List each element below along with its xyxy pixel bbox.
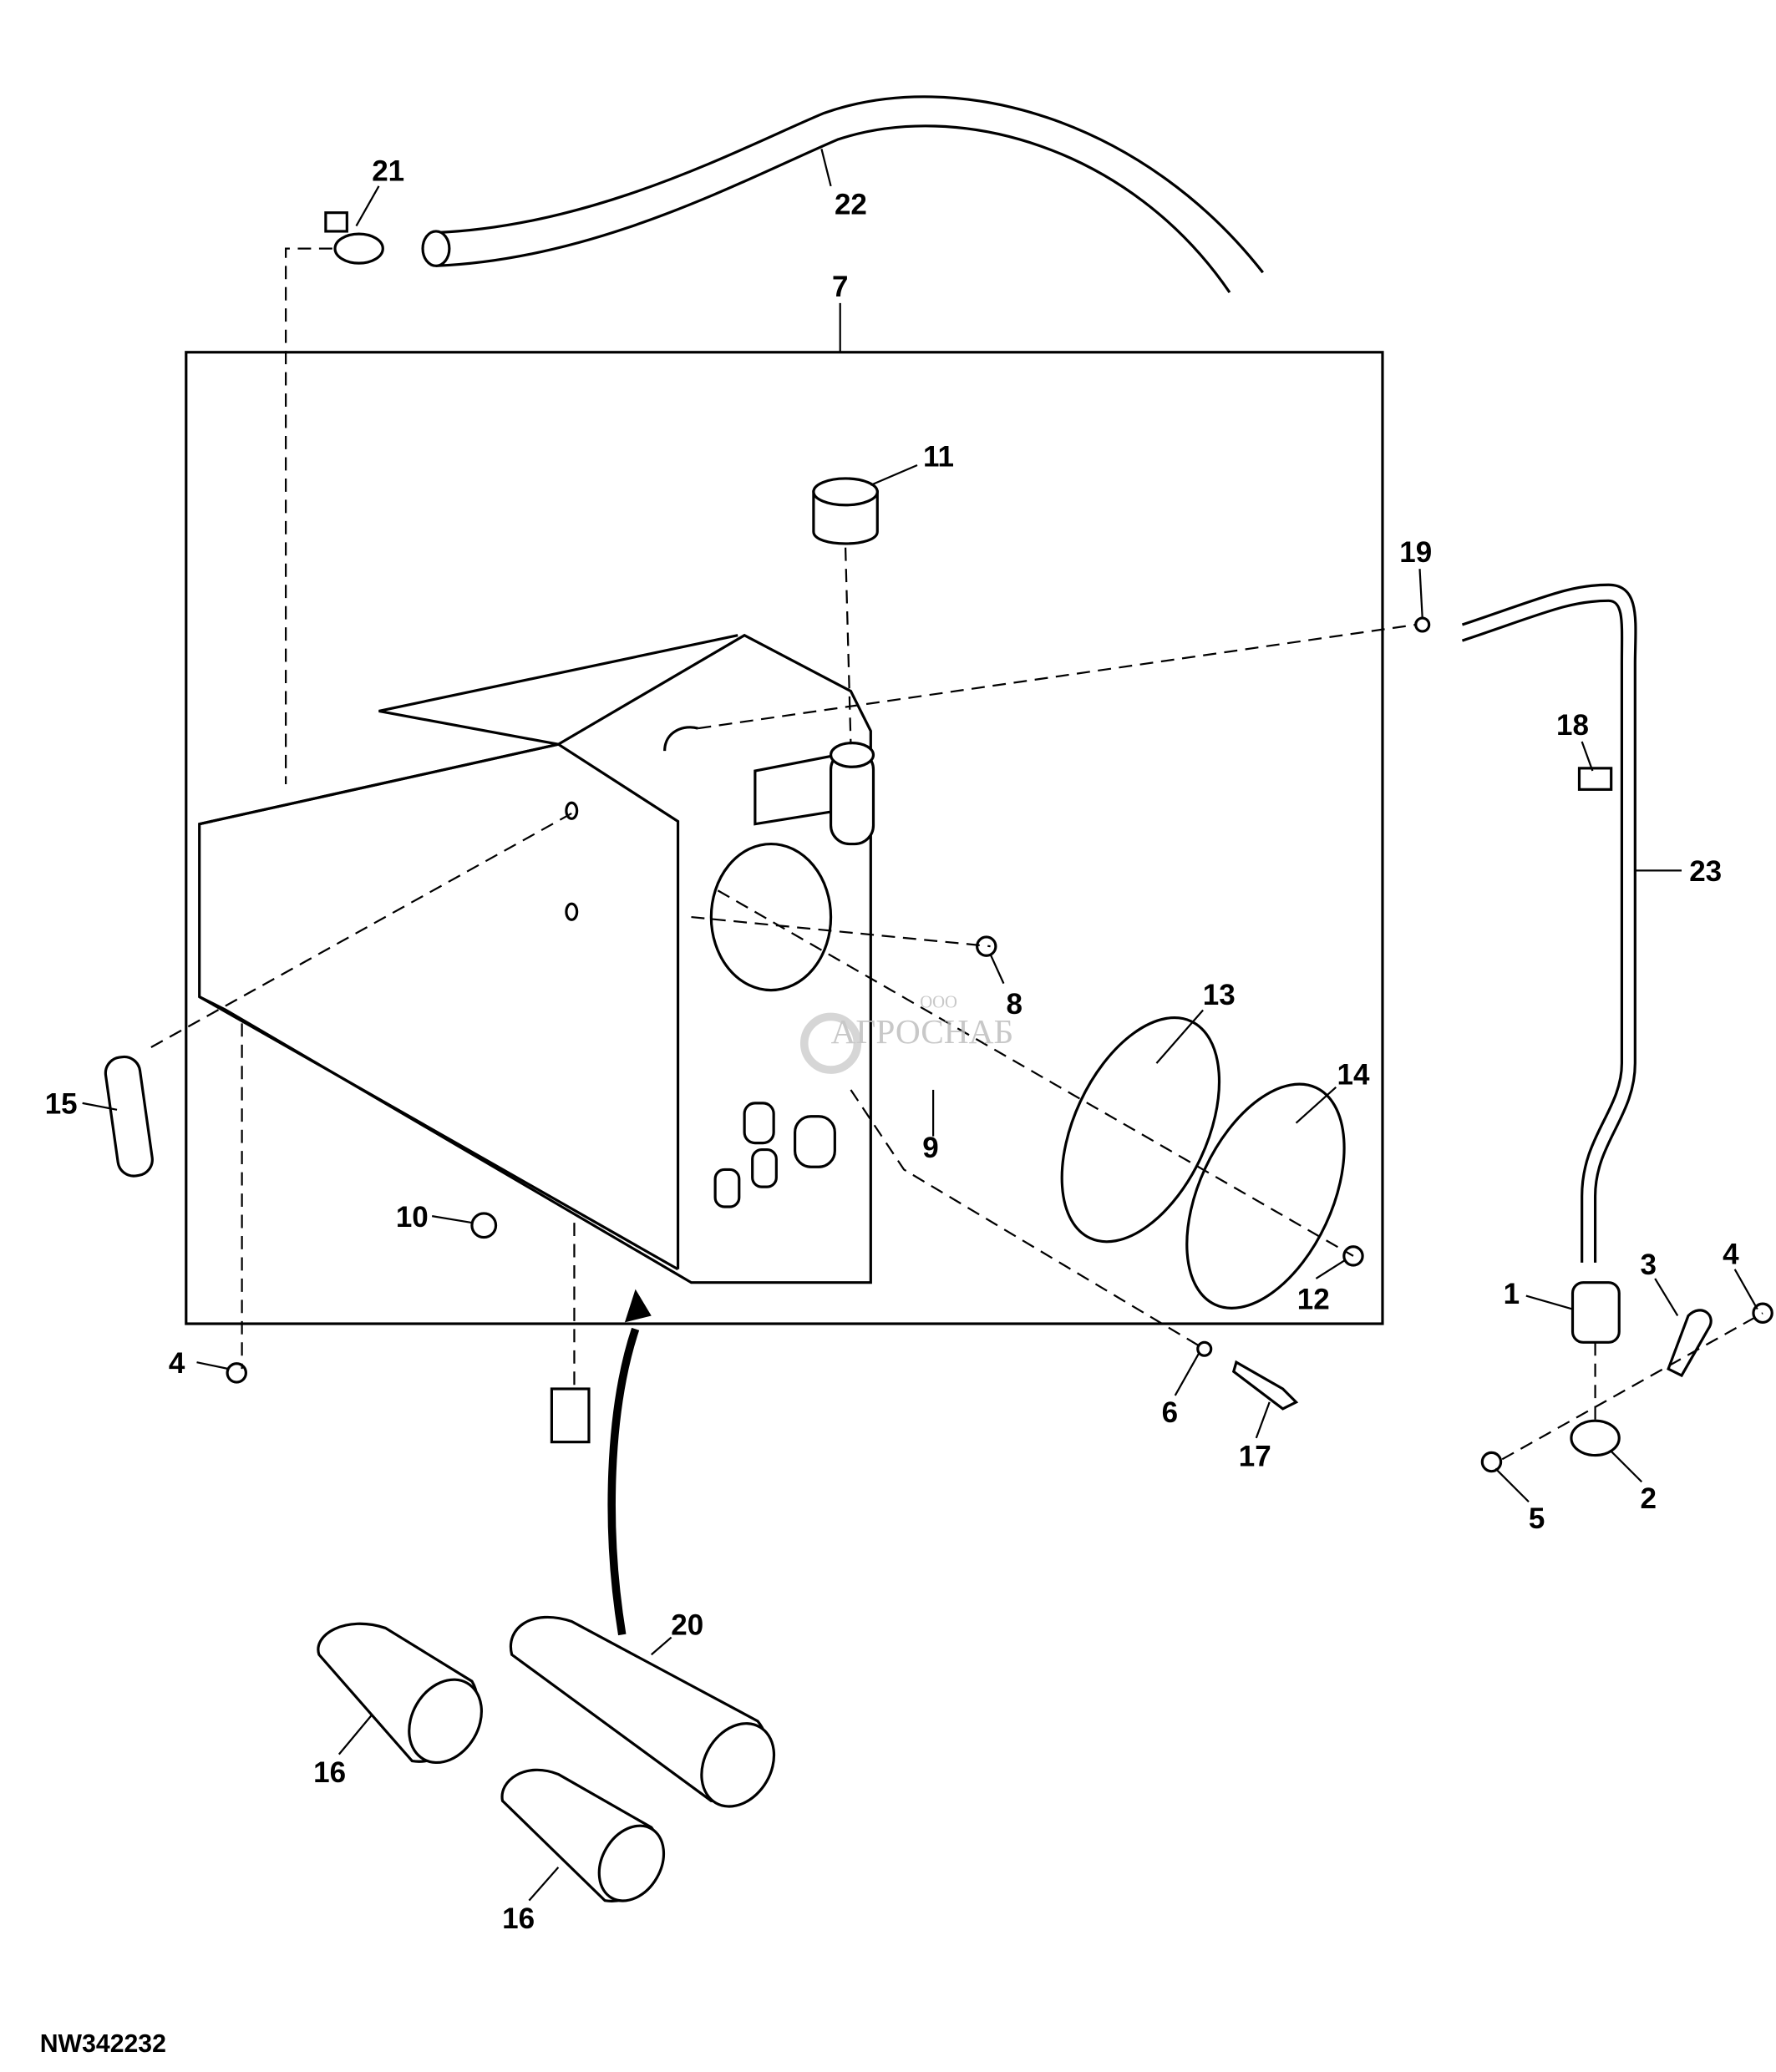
callout-8: 8: [1006, 988, 1022, 1021]
callout-5: 5: [1529, 1502, 1545, 1535]
fitting-19: [1414, 616, 1431, 633]
gasket-14: [1185, 1082, 1346, 1310]
callout-16-a: 16: [313, 1756, 346, 1789]
filter-element-16a: [317, 1622, 484, 1765]
bolt-5: [1480, 1451, 1503, 1473]
callout-10: 10: [396, 1201, 429, 1234]
watermark-logo: ООО АГРОСНАБ: [799, 993, 1014, 1074]
callout-1: 1: [1504, 1278, 1520, 1310]
plug-10: [470, 1212, 498, 1239]
svg-text:АГРОСНАБ: АГРОСНАБ: [831, 1012, 1014, 1051]
hydraulic-tank: [198, 633, 875, 1284]
screen-insert: [550, 1387, 591, 1444]
callout-14: 14: [1337, 1059, 1369, 1092]
inline-filter-1: [1570, 1281, 1621, 1344]
callout-19: 19: [1399, 536, 1432, 569]
callout-leaders: [82, 149, 1758, 1902]
filler-cap-11: [812, 477, 879, 545]
svg-text:ООО: ООО: [920, 993, 957, 1011]
callout-21: 21: [372, 155, 404, 187]
callout-12: 12: [1297, 1284, 1330, 1316]
hose-22: [421, 95, 1265, 294]
tank-assembly-frame-7: [185, 351, 1384, 1325]
gasket-13: [1060, 1016, 1221, 1244]
washer-6: [1196, 1340, 1213, 1357]
callout-7: 7: [832, 271, 848, 303]
callout-3: 3: [1640, 1249, 1656, 1281]
sensor-17: [1231, 1360, 1299, 1411]
callout-15: 15: [45, 1088, 78, 1121]
callout-labels: 21 22 7 11 19 18 23 8 13 14 15 9 10 12 1…: [45, 155, 1739, 1935]
callout-20: 20: [671, 1608, 703, 1641]
strap-15: [104, 1055, 154, 1178]
clip-18: [1577, 767, 1613, 791]
clamp-2: [1570, 1419, 1621, 1457]
leader-lines: [145, 247, 1763, 1461]
callout-18: 18: [1556, 709, 1589, 742]
tube-23: [1461, 583, 1637, 1263]
callout-2: 2: [1640, 1482, 1656, 1515]
callout-9: 9: [922, 1132, 938, 1164]
callout-4-left: 4: [169, 1347, 185, 1380]
callout-6: 6: [1162, 1396, 1178, 1429]
hose-clamp-21: [324, 211, 384, 265]
callout-11: 11: [923, 441, 954, 474]
filter-20: [509, 1615, 776, 1808]
filter-element-16b: [500, 1768, 666, 1902]
nut-12: [1342, 1245, 1364, 1267]
callout-13: 13: [1203, 979, 1236, 1011]
diagram-code: NW342232: [40, 2030, 166, 2058]
install-arrow: [607, 1289, 652, 1636]
callout-22: 22: [835, 188, 867, 220]
callout-17: 17: [1239, 1440, 1271, 1472]
callout-16-b: 16: [502, 1902, 535, 1935]
callout-4-right: 4: [1723, 1238, 1739, 1270]
nut-8: [976, 935, 997, 957]
clamp-3: [1667, 1309, 1713, 1378]
callout-23: 23: [1689, 855, 1722, 888]
nut-4-left: [226, 1362, 247, 1384]
